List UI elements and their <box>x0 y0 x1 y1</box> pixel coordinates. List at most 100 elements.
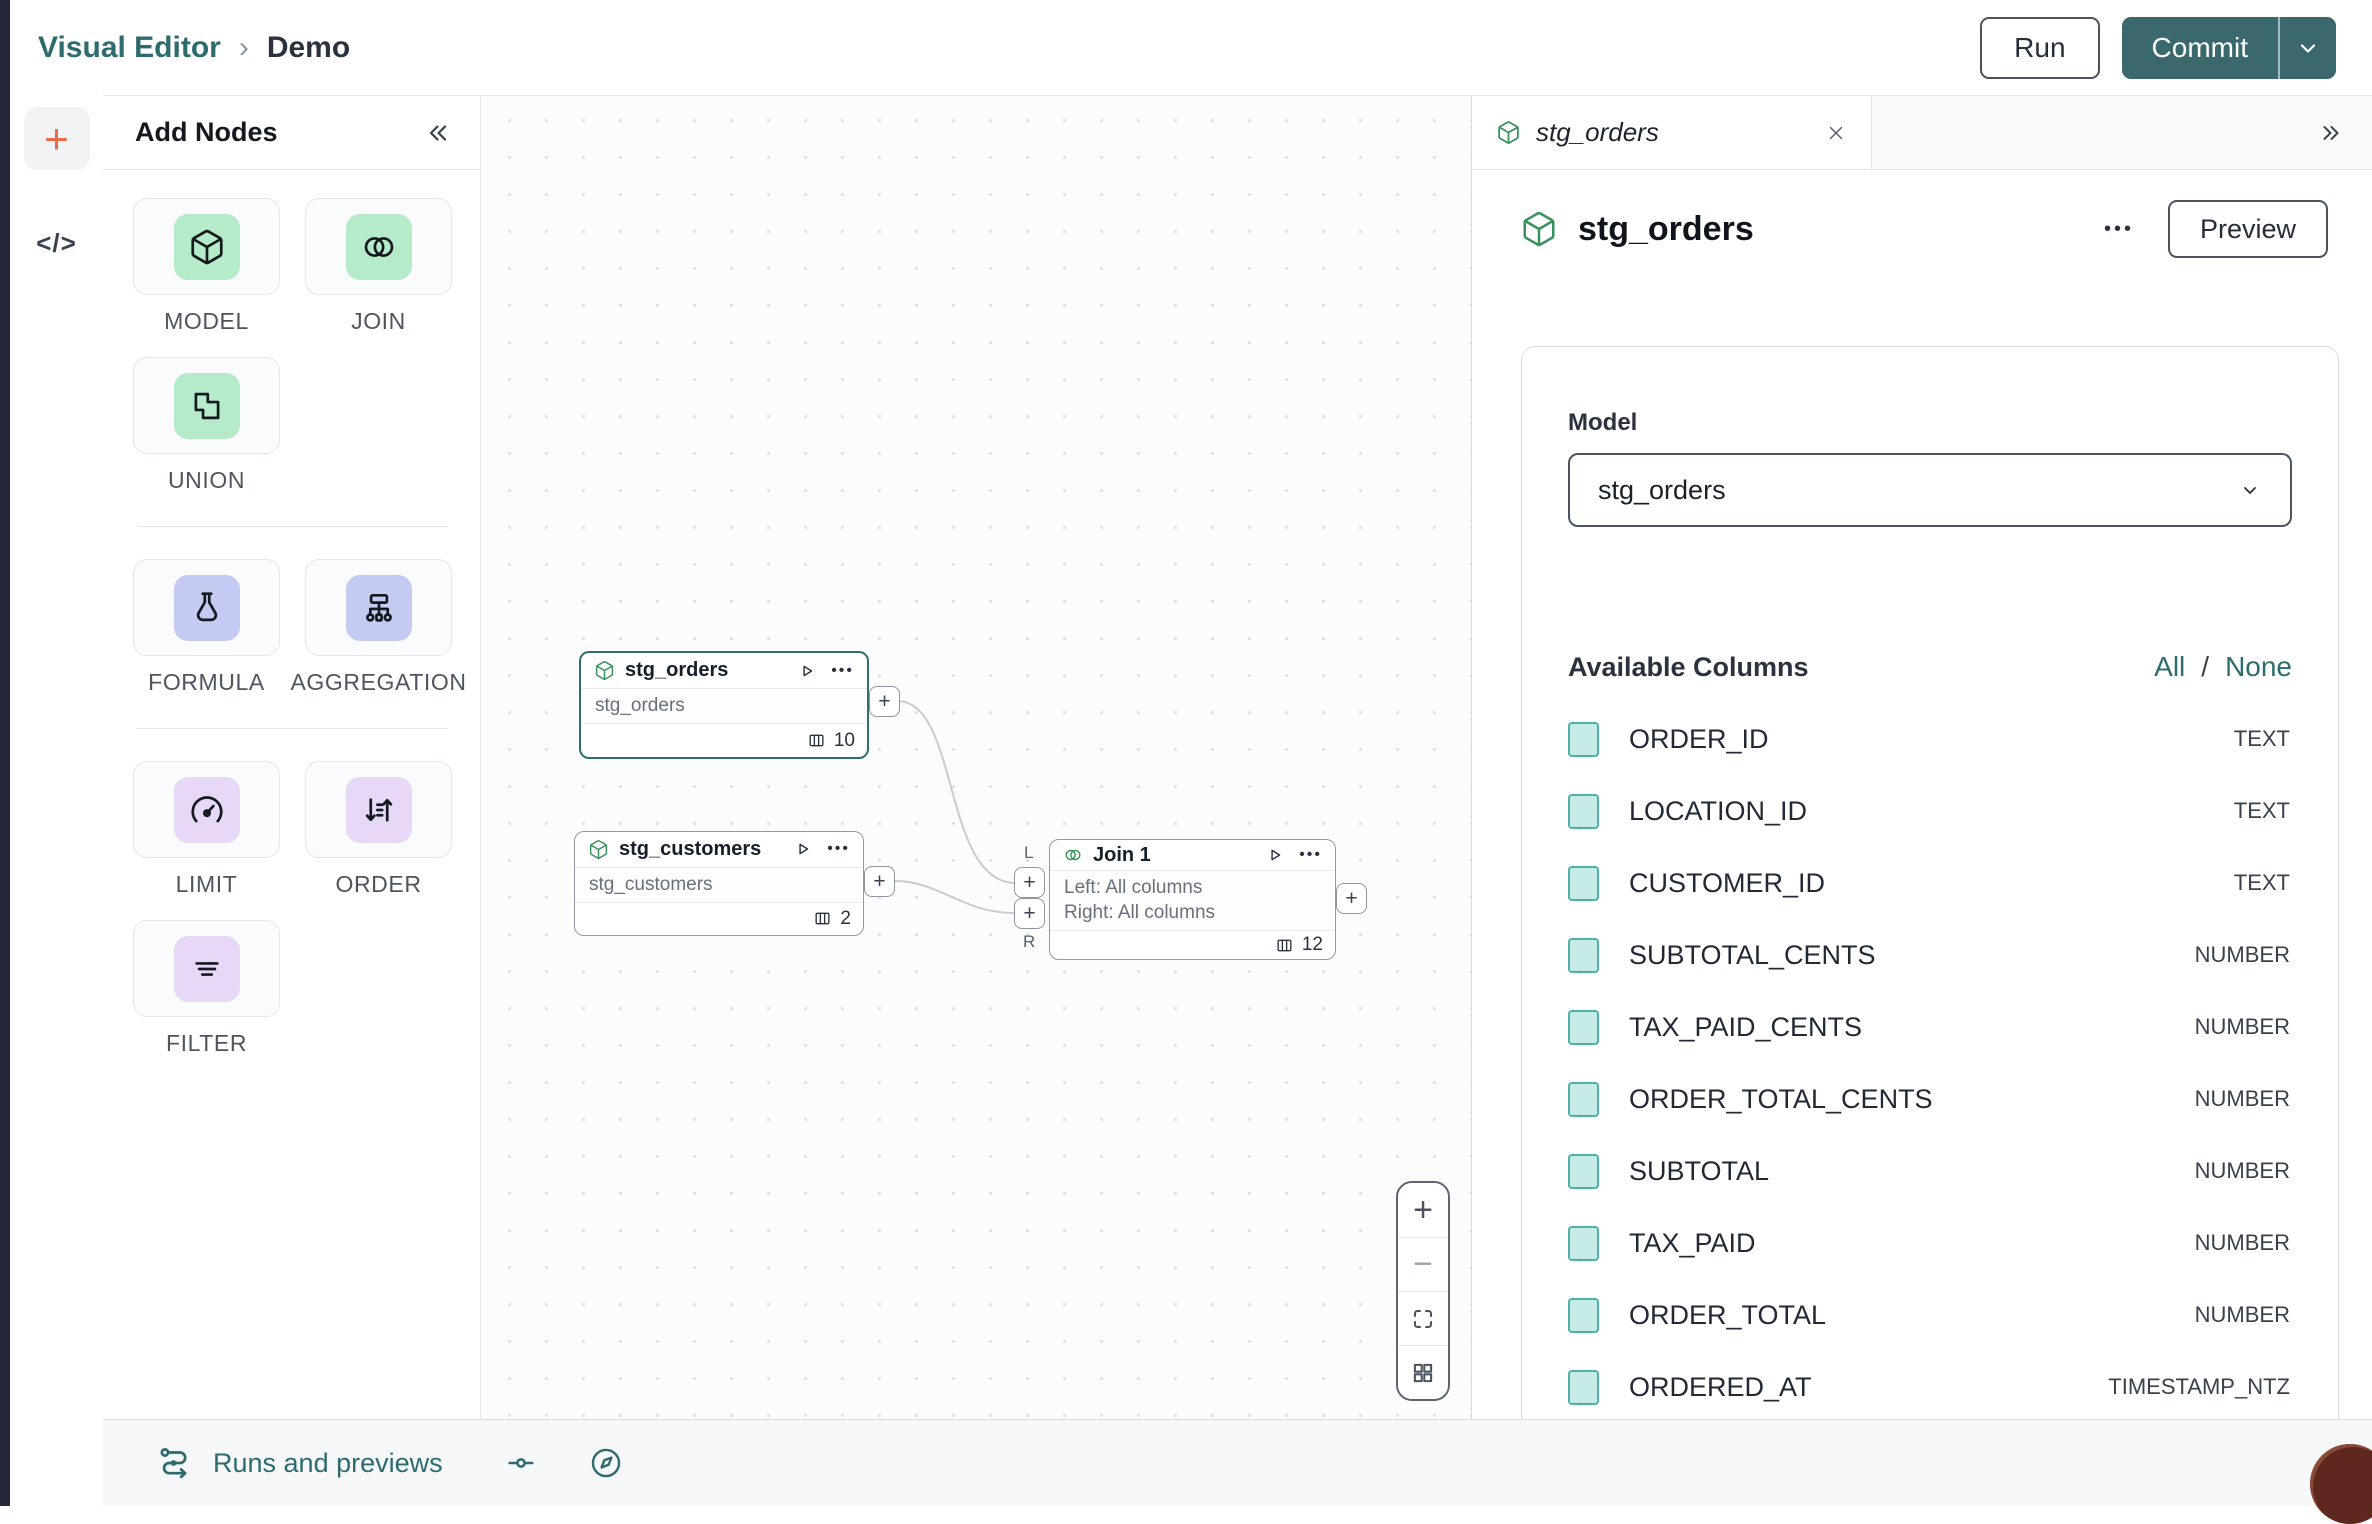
column-checkbox[interactable] <box>1568 1082 1599 1117</box>
inspector-tab-bar: stg_orders <box>1472 96 2372 170</box>
model-select-value: stg_orders <box>1598 475 1726 506</box>
plus-icon: + <box>1345 888 1357 909</box>
tile-order-label: ORDER <box>335 871 421 898</box>
canvas-zoom-toolbar: + − <box>1396 1181 1450 1401</box>
node-stg-customers[interactable]: stg_customers ••• stg_customers 2 <box>574 831 864 936</box>
column-name: CUSTOMER_ID <box>1629 868 1825 899</box>
zoom-out-button[interactable]: − <box>1398 1237 1448 1291</box>
select-none-link[interactable]: None <box>2225 651 2292 683</box>
column-name: ORDERED_AT <box>1629 1372 1812 1403</box>
join-right-input-port[interactable]: + <box>1014 898 1045 929</box>
runs-route-icon[interactable] <box>157 1445 193 1481</box>
column-checkbox[interactable] <box>1568 1298 1599 1333</box>
plus-icon: + <box>878 691 890 712</box>
close-icon[interactable] <box>1825 122 1847 144</box>
column-checkbox[interactable] <box>1568 794 1599 829</box>
commit-button[interactable]: Commit <box>2122 17 2278 79</box>
compass-icon[interactable] <box>589 1446 623 1480</box>
column-type: TIMESTAMP_NTZ <box>2108 1374 2292 1400</box>
commit-node-icon[interactable] <box>505 1447 537 1479</box>
model-cube-icon <box>1496 120 1521 145</box>
output-port-join[interactable]: + <box>1336 883 1367 914</box>
tile-model-label: MODEL <box>164 308 249 335</box>
model-cube-icon <box>594 660 615 681</box>
column-row: TAX_PAID_CENTS NUMBER <box>1568 991 2292 1063</box>
play-icon[interactable] <box>1265 845 1285 865</box>
node-join-1[interactable]: Join 1 ••• Left: All columns Right: All … <box>1049 839 1336 960</box>
tile-limit-label: LIMIT <box>176 871 238 898</box>
tile-limit[interactable]: LIMIT <box>133 761 280 898</box>
inspector-menu-icon[interactable]: ••• <box>2104 218 2134 241</box>
tile-union[interactable]: UNION <box>133 357 280 494</box>
app-edge-strip <box>0 0 10 1506</box>
zoom-in-button[interactable]: + <box>1398 1183 1448 1237</box>
collapse-panel-button[interactable] <box>424 119 452 147</box>
tile-join[interactable]: JOIN <box>305 198 452 335</box>
output-port-stg-customers[interactable]: + <box>864 866 895 897</box>
node-menu-icon[interactable]: ••• <box>1299 847 1322 863</box>
flow-canvas[interactable]: stg_orders ••• stg_orders 10 + stg_custo… <box>481 95 1471 1419</box>
tile-formula[interactable]: FORMULA <box>133 559 280 696</box>
column-checkbox[interactable] <box>1568 1154 1599 1189</box>
join-left-port-label: L <box>1024 843 1033 863</box>
commit-button-group: Commit <box>2122 17 2336 79</box>
node-menu-icon[interactable]: ••• <box>831 663 854 679</box>
node-stg-orders[interactable]: stg_orders ••• stg_orders 10 <box>579 651 869 759</box>
columns-icon <box>813 909 832 928</box>
column-type: NUMBER <box>2195 1158 2292 1184</box>
commit-dropdown-button[interactable] <box>2280 17 2336 79</box>
add-node-button[interactable]: + <box>24 107 90 170</box>
column-row: ORDERED_AT TIMESTAMP_NTZ <box>1568 1351 2292 1419</box>
tile-order[interactable]: ORDER <box>305 761 452 898</box>
output-port-stg-orders[interactable]: + <box>869 686 900 717</box>
runs-and-previews-label[interactable]: Runs and previews <box>213 1448 443 1479</box>
fit-view-button[interactable] <box>1398 1291 1448 1345</box>
tile-aggregation-label: AGGREGATION <box>290 669 466 696</box>
join-right-port-label: R <box>1023 932 1035 952</box>
column-checkbox[interactable] <box>1568 1370 1599 1405</box>
columns-list: ORDER_ID TEXT LOCATION_ID TEXT CUSTOMER_… <box>1568 703 2292 1419</box>
column-row: ORDER_TOTAL_CENTS NUMBER <box>1568 1063 2292 1135</box>
column-type: NUMBER <box>2195 942 2292 968</box>
play-icon[interactable] <box>793 839 813 859</box>
play-icon[interactable] <box>797 661 817 681</box>
select-all-link[interactable]: All <box>2154 651 2185 683</box>
column-count: 12 <box>1302 934 1323 956</box>
union-shapes-icon <box>188 387 226 425</box>
node-title: Join 1 <box>1093 844 1151 867</box>
column-checkbox[interactable] <box>1568 722 1599 757</box>
plus-icon: + <box>1023 872 1035 893</box>
tile-aggregation[interactable]: AGGREGATION <box>305 559 452 696</box>
column-type: NUMBER <box>2195 1230 2292 1256</box>
join-left-input-port[interactable]: + <box>1014 867 1045 898</box>
column-type: TEXT <box>2234 726 2292 752</box>
node-subtitle: stg_orders <box>595 695 853 717</box>
tab-stg-orders[interactable]: stg_orders <box>1472 96 1872 169</box>
expand-panel-button[interactable] <box>2318 120 2372 146</box>
code-view-button[interactable]: </> <box>24 228 90 259</box>
chevron-down-icon <box>2296 36 2320 60</box>
select-links-separator: / <box>2201 651 2209 683</box>
run-button[interactable]: Run <box>1980 17 2099 79</box>
column-checkbox[interactable] <box>1568 1226 1599 1261</box>
column-checkbox[interactable] <box>1568 1010 1599 1045</box>
column-type: NUMBER <box>2195 1086 2292 1112</box>
model-cube-icon <box>588 839 609 860</box>
model-select[interactable]: stg_orders <box>1568 453 2292 527</box>
grid-icon <box>1410 1360 1436 1386</box>
preview-button[interactable]: Preview <box>2168 200 2328 258</box>
column-row: LOCATION_ID TEXT <box>1568 775 2292 847</box>
node-menu-icon[interactable]: ••• <box>827 841 850 857</box>
join-circles-icon <box>360 228 398 266</box>
column-checkbox[interactable] <box>1568 866 1599 901</box>
column-row: ORDER_TOTAL NUMBER <box>1568 1279 2292 1351</box>
auto-layout-button[interactable] <box>1398 1345 1448 1399</box>
tile-model[interactable]: MODEL <box>133 198 280 335</box>
column-name: TAX_PAID_CENTS <box>1629 1012 1862 1043</box>
double-chevron-right-icon <box>2318 120 2344 146</box>
chevron-down-icon <box>2238 478 2262 502</box>
breadcrumb-visual-editor[interactable]: Visual Editor <box>38 31 221 65</box>
tile-filter[interactable]: FILTER <box>133 920 280 1057</box>
available-columns-header: Available Columns All / None <box>1568 651 2292 683</box>
column-checkbox[interactable] <box>1568 938 1599 973</box>
